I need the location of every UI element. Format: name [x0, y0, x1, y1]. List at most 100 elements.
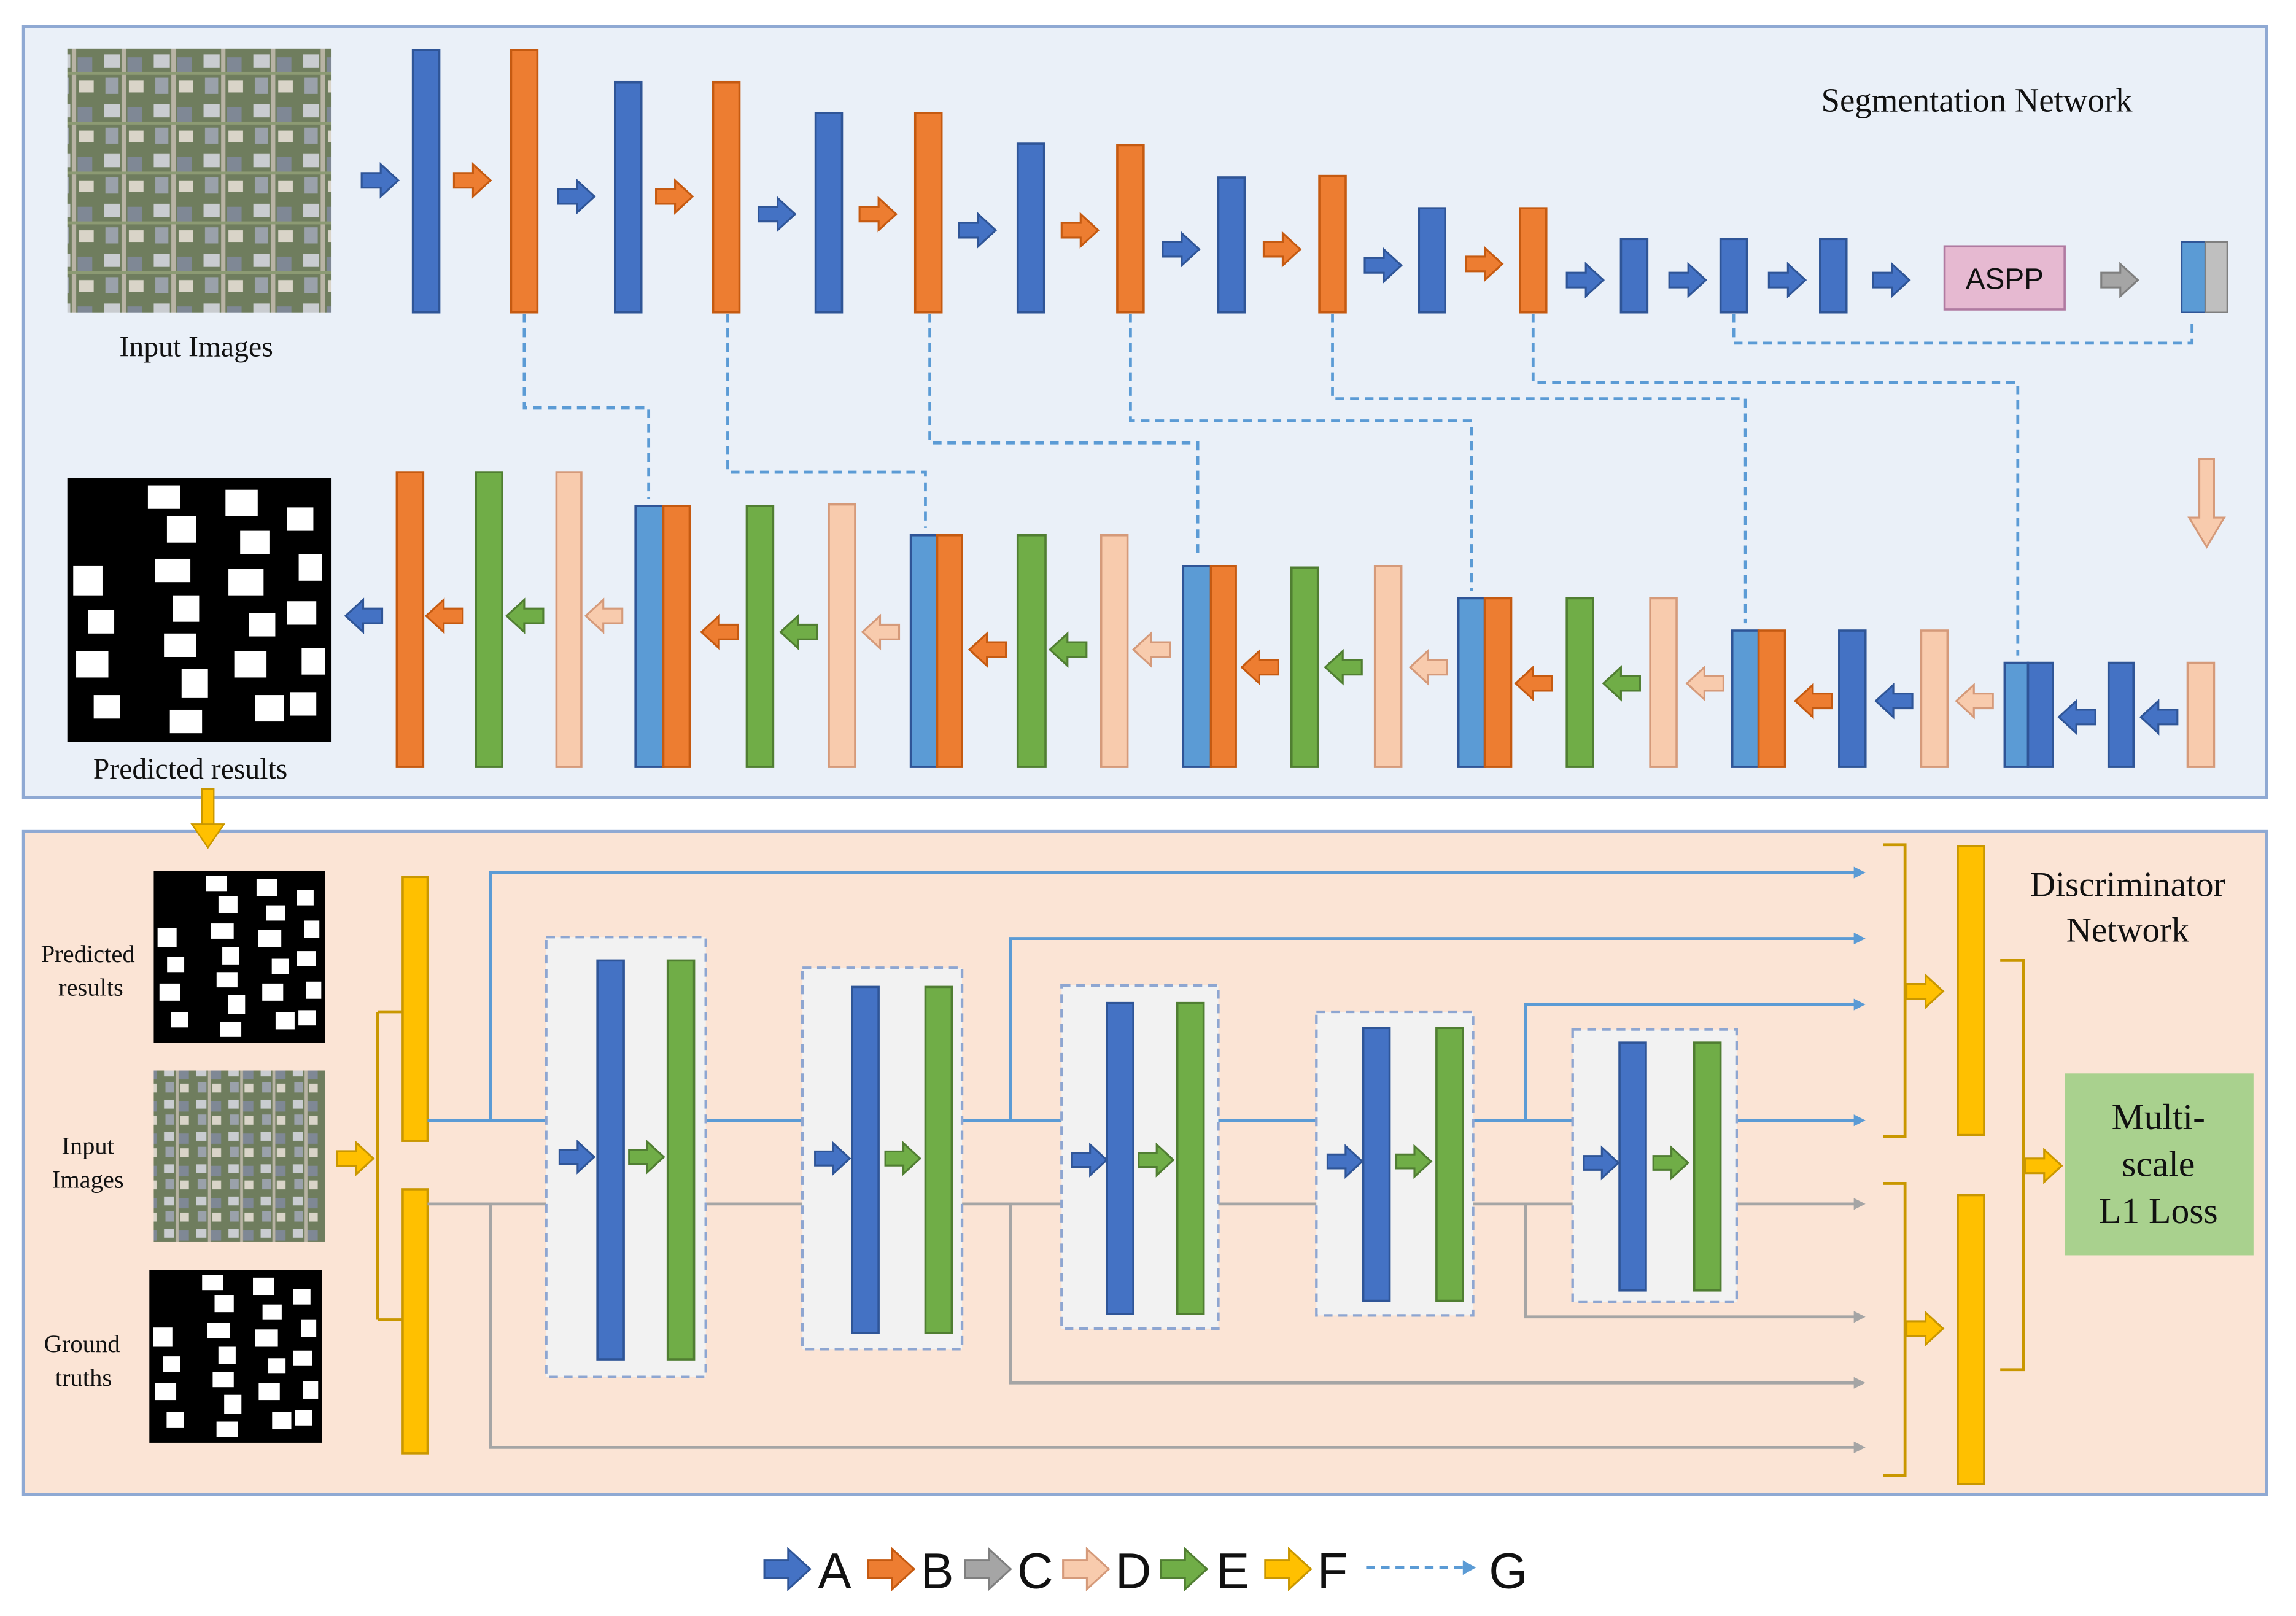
disc-stage-norm-3 [1435, 1027, 1464, 1302]
decoder-block-6 [828, 503, 856, 768]
f-arrow-loss [2024, 1147, 2063, 1184]
decoder-down-arrow [2187, 458, 2226, 549]
bracket-arrow-top [1905, 973, 1945, 1010]
predicted-results-caption: Predicted results [93, 753, 288, 785]
decoder-arrow-19 [2057, 699, 2096, 736]
legend-arrow-green-icon [1160, 1547, 1209, 1591]
disc-stage-arrow-a-3 [1326, 1144, 1364, 1179]
disc-stage-norm-0 [666, 959, 696, 1361]
f-arrow-input [336, 1140, 375, 1177]
disc-stage-arrow-e-1 [884, 1141, 922, 1176]
encoder-block-10 [1418, 207, 1446, 314]
encoder-arrow-3 [655, 178, 694, 215]
encoder-block-1 [510, 49, 539, 314]
discriminator-title-line1: Discriminator [2030, 865, 2225, 904]
decoder-block-13 [1290, 566, 1319, 768]
decoder-block-20 [1757, 629, 1786, 768]
encoder-arrow-4 [757, 195, 797, 233]
aspp-label: ASPP [1966, 263, 2044, 295]
decoder-arrow-2 [505, 597, 545, 634]
disc-flow-lines [427, 871, 1857, 1449]
encoder-block-2 [613, 80, 643, 314]
disc-input-label-truths-2: truths [55, 1364, 112, 1391]
aspp-concat-block [2204, 241, 2228, 313]
encoder-block-12 [1619, 238, 1649, 314]
decoder-block-12 [1209, 565, 1237, 768]
decoder-block-3 [634, 505, 665, 768]
disc-stage-1 [801, 966, 964, 1351]
disc-yellow-block-top [401, 876, 429, 1142]
encoder-block-11 [1519, 207, 1548, 314]
decoder-arrow-9 [1131, 631, 1171, 668]
disc-stage-arrow-e-3 [1395, 1144, 1433, 1179]
decoder-arrow-16 [1793, 682, 1833, 720]
decoder-arrow-0 [344, 597, 384, 634]
encoder-block-3 [712, 80, 741, 314]
decoder-block-10 [1100, 534, 1129, 768]
encoder-block-0 [411, 49, 441, 314]
legend-key-G: G [1489, 1544, 1527, 1599]
disc-feature-block-bottom [1957, 1194, 1985, 1485]
disc-line-arrowhead-2 [1853, 998, 1866, 1011]
decoder-arrow-13 [1514, 665, 1553, 702]
encoder-arrow-16 [2100, 262, 2139, 298]
encoder-arrow-9 [1262, 231, 1302, 268]
encoder-arrow-0 [360, 161, 400, 199]
decoder-block-24 [2026, 661, 2054, 768]
decoder-block-2 [555, 471, 583, 768]
disc-stage-norm-4 [1693, 1041, 1722, 1292]
bracket-blue-outputs [1883, 843, 1907, 1138]
legend-arrow-blue-icon [763, 1547, 812, 1591]
decoder-block-11 [1182, 565, 1212, 768]
legend-key-A: A [818, 1544, 851, 1599]
decoder-block-5 [745, 505, 775, 768]
disc-input-label-predicted-2: results [58, 974, 123, 1001]
disc-feature-block-top [1957, 845, 1985, 1136]
disc-stage-arrow-a-2 [1071, 1142, 1109, 1178]
encoder-arrow-10 [1363, 247, 1403, 284]
decoder-arrow-20 [2139, 699, 2179, 736]
loss-arrow [2024, 1147, 2063, 1184]
disc-stage-norm-1 [924, 985, 953, 1334]
input-images-caption: Input Images [119, 330, 273, 363]
bracket-arrow-bottom [1905, 1310, 1945, 1347]
decoder-blocks [395, 471, 2216, 768]
decoder-block-7 [909, 534, 939, 768]
decoder-arrow-8 [1048, 631, 1088, 668]
decoder-arrow-17 [1874, 682, 1914, 720]
encoder-arrow-1 [452, 161, 492, 199]
legend-dashed-arrowhead-icon [1462, 1560, 1476, 1575]
disc-line-arrowhead-6 [1853, 1377, 1866, 1389]
disc-stage-conv-2 [1106, 1001, 1134, 1315]
encoder-block-4 [814, 112, 844, 314]
decoder-arrow-5 [779, 613, 818, 651]
encoder-arrow-8 [1162, 231, 1201, 268]
disc-stage-conv-1 [851, 985, 880, 1334]
legend-arrow-yellow-icon [1264, 1547, 1313, 1591]
disc-stage-arrow-a-0 [558, 1139, 596, 1175]
disc-stages [545, 936, 1738, 1378]
disc-stage-2 [1060, 984, 1220, 1330]
decoder-block-16 [1483, 597, 1513, 768]
disc-line-arrowhead-3 [1853, 1114, 1866, 1127]
segmentation-title: Segmentation Network [1821, 81, 2133, 118]
disc-stage-arrow-a-1 [814, 1141, 851, 1176]
encoder-arrow-12 [1565, 262, 1605, 298]
encoder-arrow-6 [958, 212, 998, 249]
input-aerial-image [67, 48, 332, 313]
decoder-arrow-3 [584, 597, 624, 634]
loss-line2: scale [2122, 1143, 2195, 1184]
bracket-gray-outputs [1883, 1182, 1907, 1477]
decoder-arrow-10 [1240, 648, 1279, 686]
decoder-block-18 [1649, 597, 1678, 768]
legend-key-F: F [1317, 1544, 1348, 1599]
encoder-arrow-7 [1060, 212, 1100, 249]
decoder-block-0 [395, 471, 425, 768]
legend-arrow-gray-icon [964, 1547, 1012, 1591]
encoder-block-5 [913, 112, 943, 314]
decoder-arrow-12 [1408, 648, 1448, 686]
predicted-to-disc-arrow [190, 788, 226, 849]
legend-key-E: E [1216, 1544, 1249, 1599]
disc-line-arrowhead-5 [1853, 1311, 1866, 1323]
